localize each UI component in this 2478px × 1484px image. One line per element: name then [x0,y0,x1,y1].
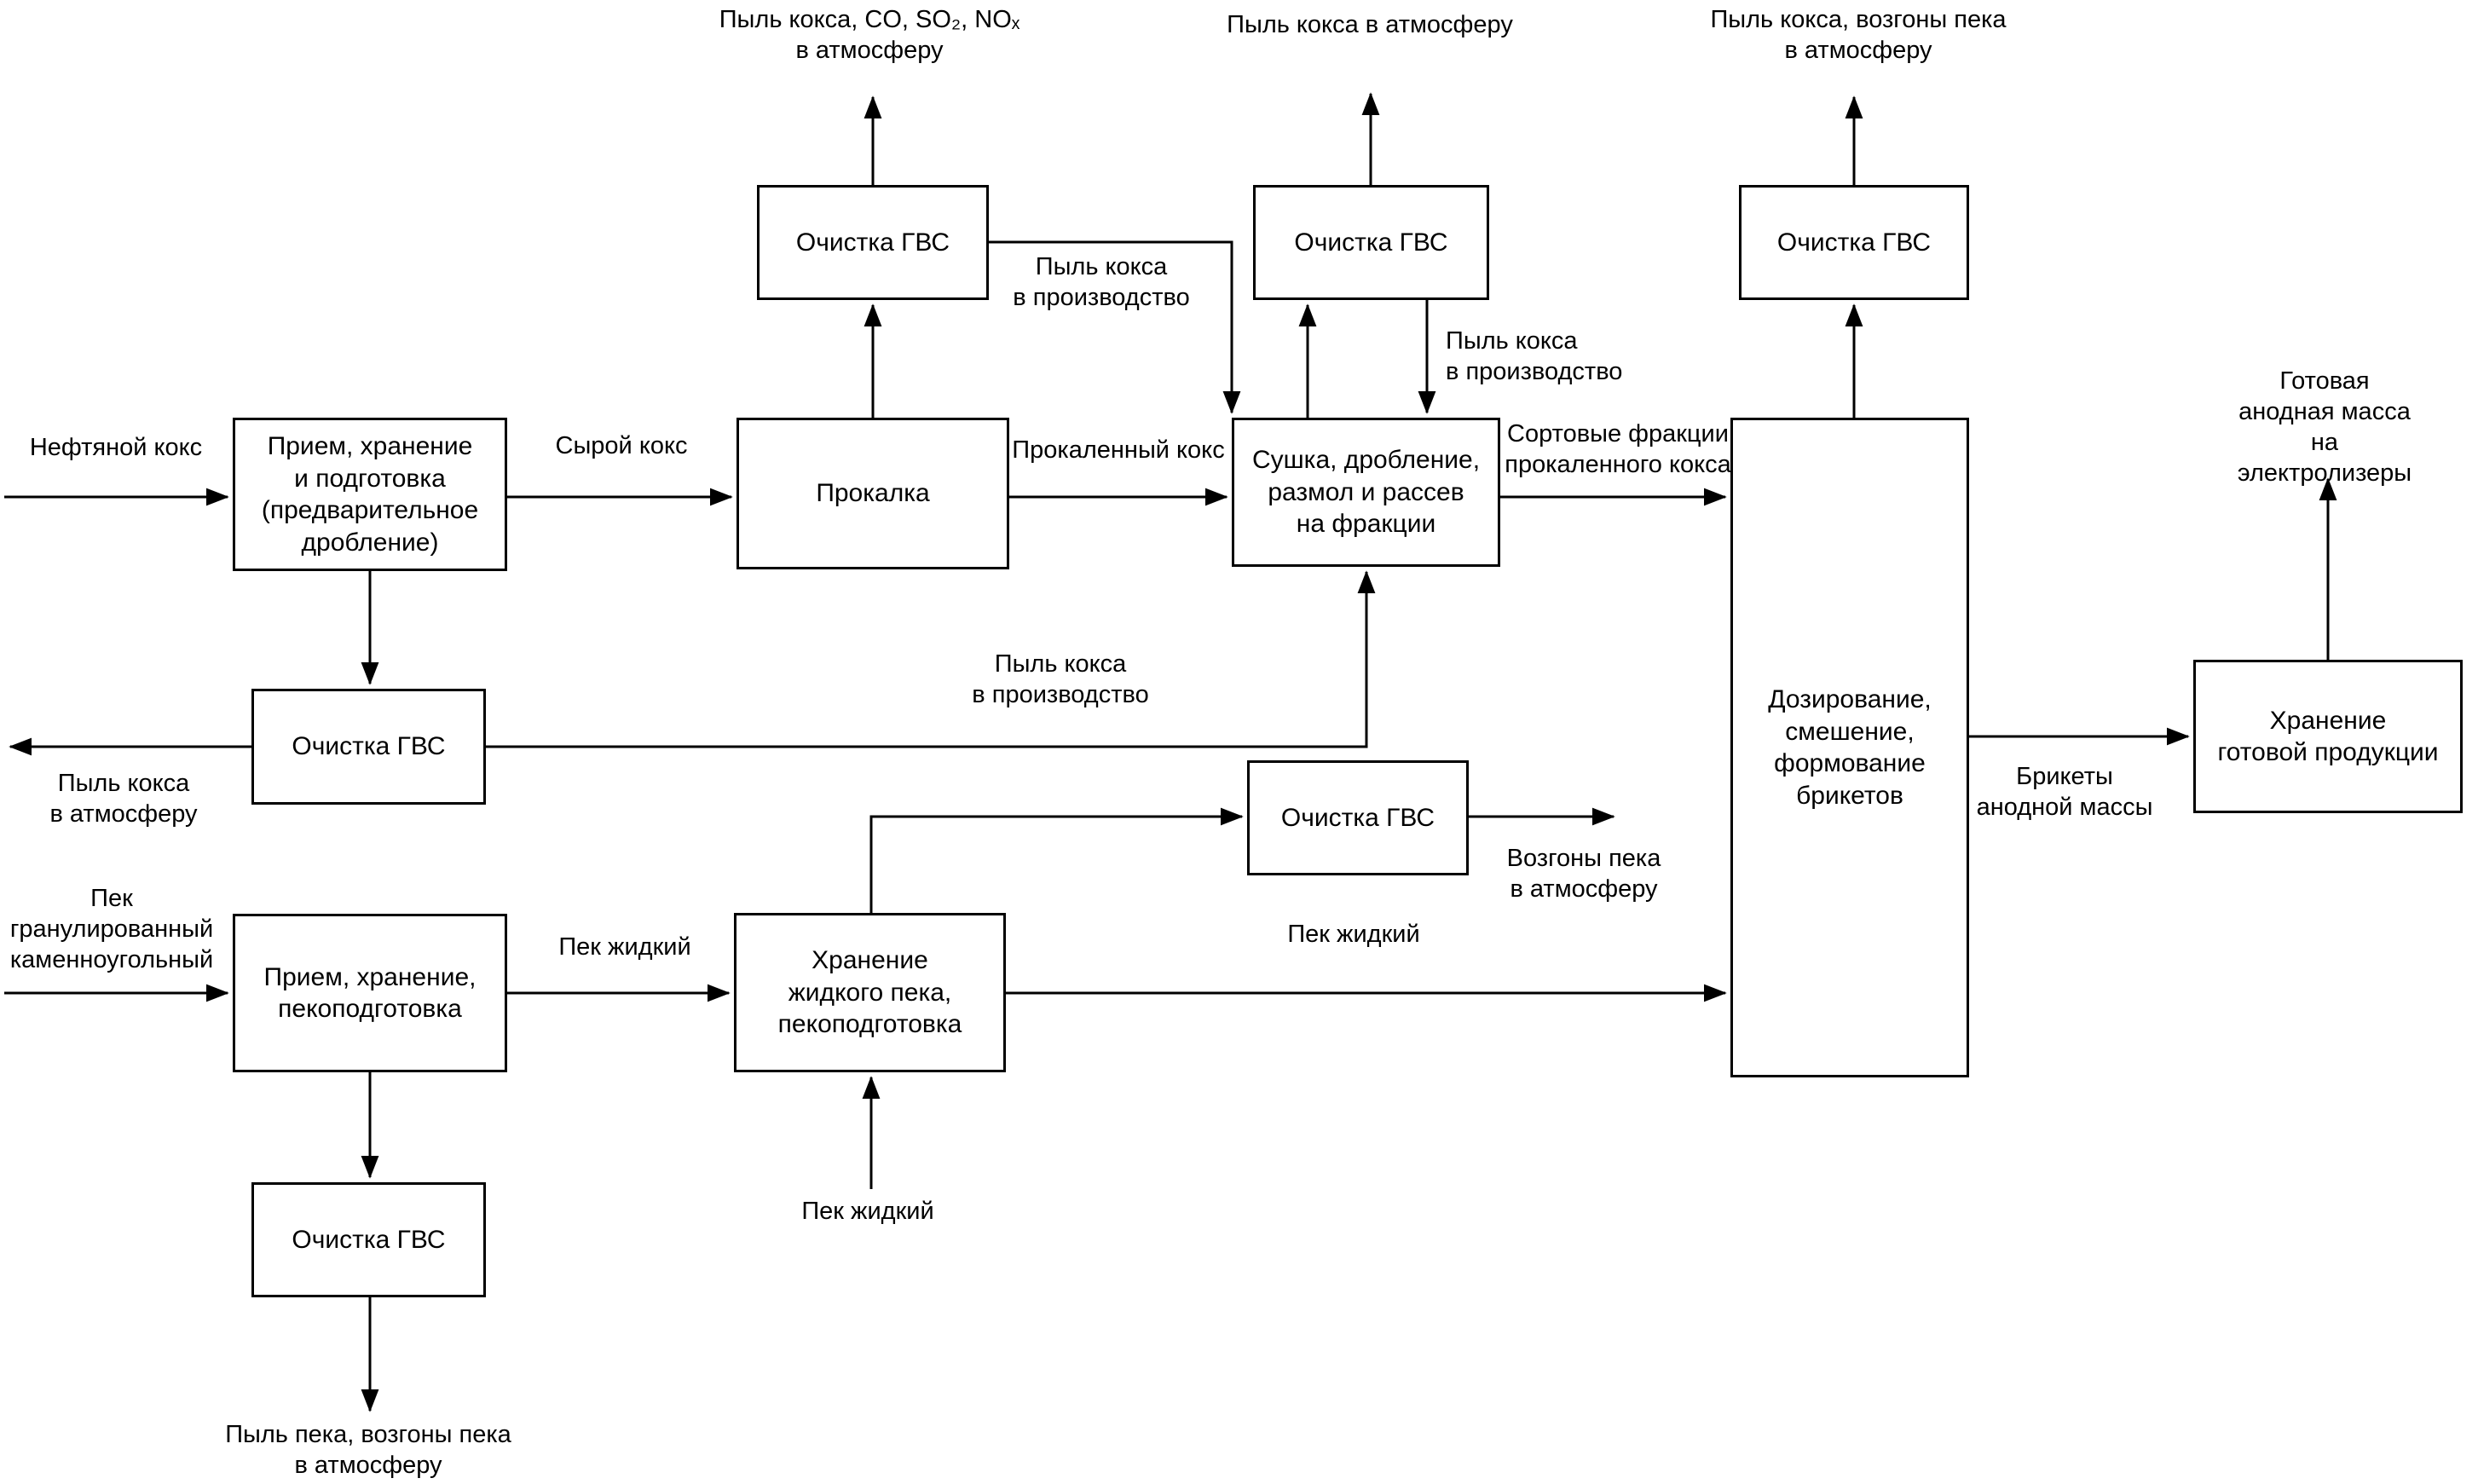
label-gotovaya-anodnaya-massa: Готовая анодная масса на электролизеры [2237,367,2412,487]
box-prokalka: Прокалка [736,418,1009,569]
label-pyl-v-proizvodstvo-top: Пыль кокса в производство [1013,253,1190,311]
box-ochistka-gvs-5: Очистка ГВС [1247,760,1469,875]
label-pek-zhidkiy-1: Пек жидкий [558,933,691,961]
label-pek-zhidkiy-2: Пек жидкий [1287,921,1420,948]
label-syroy-koks: Сырой кокс [555,432,688,459]
box-ochistka-gvs-2: Очистка ГВС [1253,185,1489,300]
box-priem-pekopodgotovka: Прием, хранение, пекоподготовка [233,914,507,1072]
label-atm-koks-co-so2-nox: Пыль кокса, CO, SO₂, NOₓ в атмосферу [719,6,1020,64]
label-pyl-peka-vozgony: Пыль пека, возгоны пека в атмосферу [225,1421,511,1479]
label-pyl-v-proizvodstvo-mid: Пыль кокса в производство [972,650,1149,708]
box-ochistka-gvs-3: Очистка ГВС [1739,185,1969,300]
box-khranenie-gotovoy-produkcii: Хранение готовой продукции [2193,660,2463,813]
label-pyl-v-proizvodstvo-right: Пыль кокса в производство [1446,327,1623,385]
label-pek-zhidkiy-3: Пек жидкий [801,1198,934,1225]
label-brikety-anodnoy-massy: Брикеты анодной массы [1976,763,2153,821]
label-neftyanoy-koks: Нефтяной кокс [29,434,203,461]
box-sushka-droblenie: Сушка, дробление, размол и рассев на фра… [1232,418,1500,567]
label-sortovye-frakcii: Сортовые фракции прокаленного кокса [1505,420,1731,478]
edge-gvs1-dust-to-b3 [989,240,1241,414]
label-atm-pyl-koksa: Пыль кокса в атмосферу [1227,11,1513,38]
edge-b7-gvs5 [869,807,1244,913]
label-pyl-koksa-v-atmosferu-left: Пыль кокса в атмосферу [49,770,198,828]
label-vozgony-peka-v-atmosferu: Возгоны пека в атмосферу [1506,845,1661,903]
label-prokalennyy-koks: Прокаленный кокс [1012,436,1225,464]
box-khranenie-zhidkogo-peka: Хранение жидкого пека, пекоподготовка [734,913,1006,1072]
box-ochistka-gvs-1: Очистка ГВС [757,185,989,300]
label-pek-granulirovannyy: Пек гранулированный каменноугольный [9,885,214,973]
label-atm-koks-vozgony-peka: Пыль кокса, возгоны пека в атмосферу [1710,6,2007,64]
box-priem-khranenie-podgotovka: Прием, хранение и подготовка (предварите… [233,418,507,571]
box-ochistka-gvs-6: Очистка ГВС [251,1182,486,1297]
edge-gvs4-dust-to-b3-bottom [486,570,1376,748]
box-ochistka-gvs-4: Очистка ГВС [251,689,486,805]
box-dozirovanie-smeshenie: Дозирование, смешение, формование брикет… [1730,418,1969,1077]
